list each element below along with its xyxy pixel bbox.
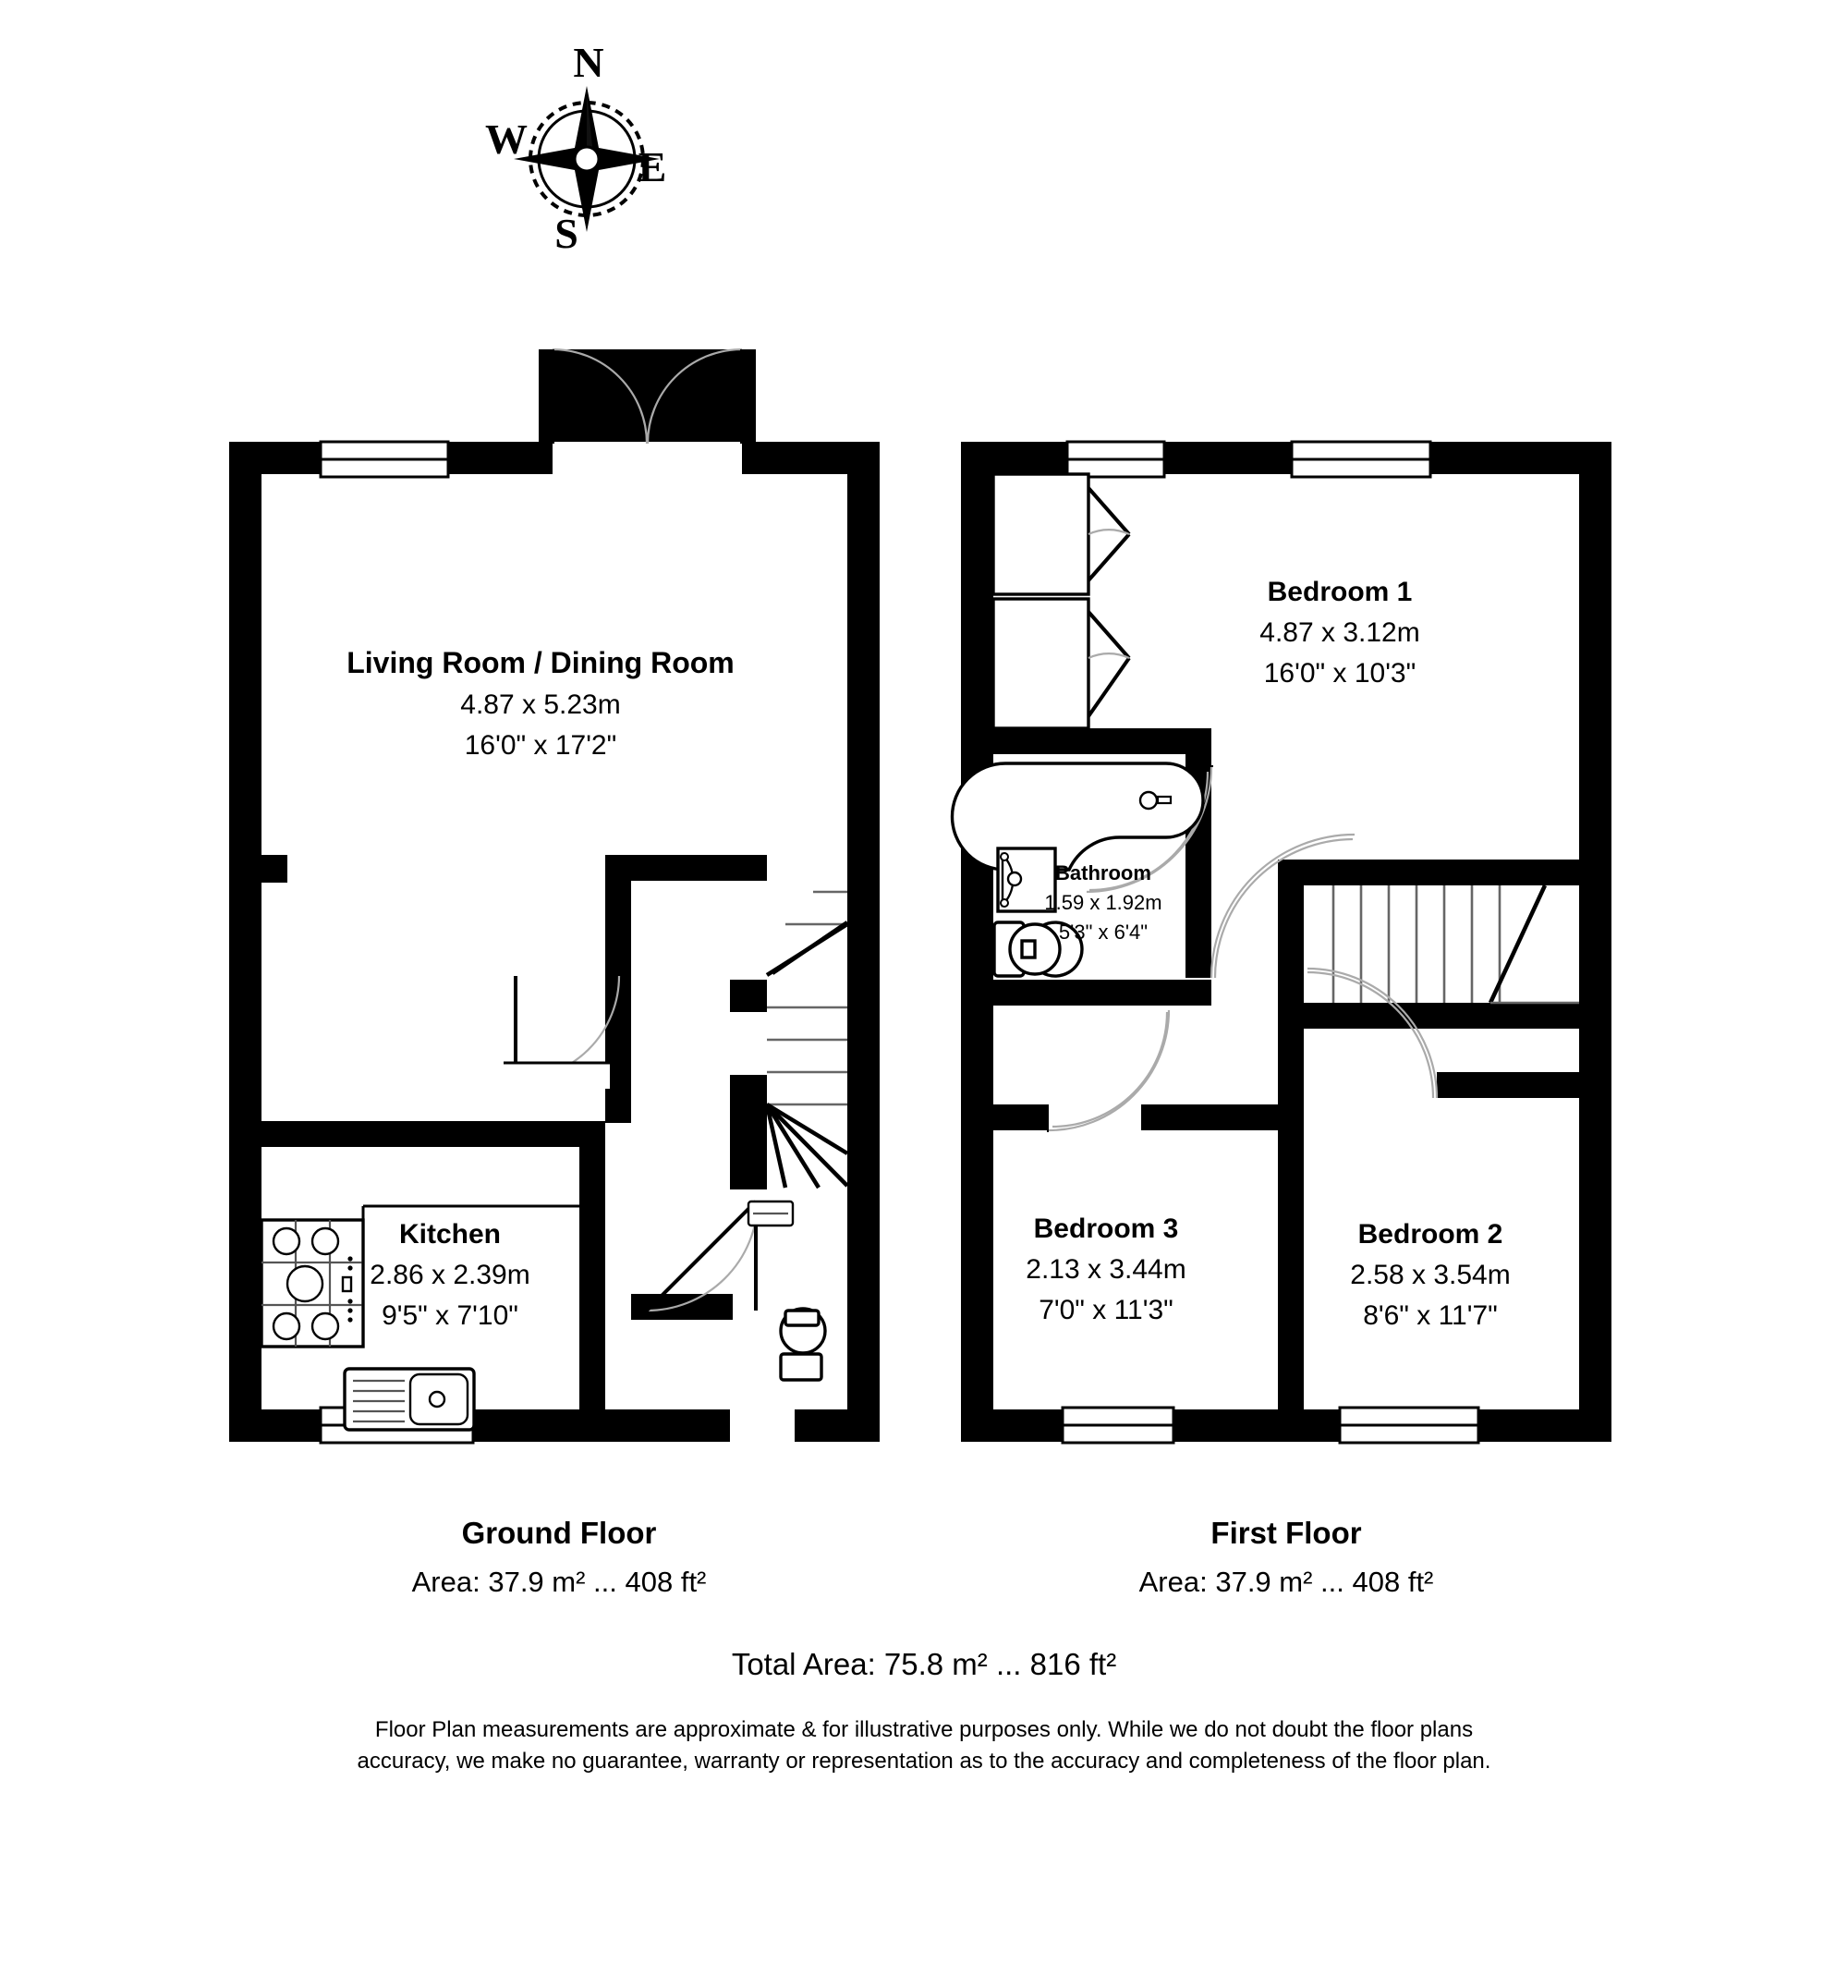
- window-icon-living-north: [319, 440, 450, 479]
- wall-stairwell-left: [1278, 860, 1304, 1029]
- wall-bed3-top-left: [993, 1104, 1049, 1130]
- wall-stairwell-top: [1278, 860, 1579, 885]
- wall-stair-newel: [730, 980, 767, 1012]
- compass-west-label: W: [485, 116, 528, 163]
- bedroom-2-dim-metric: 2.58 x 3.54m: [1350, 1260, 1510, 1290]
- first-floor-plan: Bedroom 1 4.87 x 3.12m 16'0" x 10'3" Bat…: [950, 440, 1611, 1445]
- wall-bathroom-bottom-b: [1160, 980, 1211, 1006]
- living-dining-name: Living Room / Dining Room: [346, 646, 735, 679]
- wall-bathroom-bottom: [993, 980, 1185, 1006]
- bathroom-dim-metric: 1.59 x 1.92m: [1044, 891, 1161, 914]
- wall-stairwell-bottom: [1278, 1003, 1579, 1029]
- disclaimer-line-1: Floor Plan measurements are approximate …: [375, 1717, 1473, 1742]
- room-label-kitchen: Kitchen 2.86 x 2.39m 9'5" x 7'10": [370, 1219, 529, 1331]
- living-dining-dim-metric: 4.87 x 5.23m: [460, 689, 620, 720]
- wall-stub-left: [261, 855, 287, 883]
- ground-floor-title: Ground Floor: [462, 1516, 657, 1550]
- wall-hall-bottom: [631, 1294, 733, 1320]
- front-door-opening: [730, 1407, 795, 1444]
- window-icon-bed1-north-a: [1065, 440, 1166, 479]
- ground-floor-plan: Living Room / Dining Room 4.87 x 5.23m 1…: [229, 348, 880, 1445]
- compass-north-label: N: [573, 39, 603, 86]
- radiator-icon: [747, 1200, 795, 1227]
- bedroom-1-name: Bedroom 1: [1268, 577, 1413, 607]
- wall-bathroom-right: [1185, 728, 1211, 978]
- room-label-bathroom: Bathroom 1.59 x 1.92m 5'3" x 6'4": [1044, 861, 1161, 944]
- compass-south-label: S: [554, 210, 578, 257]
- room-label-bedroom-2: Bedroom 2 2.58 x 3.54m 8'6" x 11'7": [1350, 1219, 1510, 1331]
- wall-hall-top: [605, 855, 767, 881]
- first-floor-title: First Floor: [1210, 1516, 1361, 1550]
- door-bathroom: [1086, 765, 1213, 894]
- door-bedroom-3: [1047, 1009, 1171, 1132]
- disclaimer: Floor Plan measurements are approximate …: [358, 1717, 1491, 1774]
- gas-hob-icon: [260, 1218, 365, 1348]
- kitchen-dim-metric: 2.86 x 2.39m: [370, 1260, 529, 1290]
- compass-east-label: E: [638, 143, 667, 190]
- wall-kitchen-hall-vertical: [579, 1121, 605, 1409]
- french-door-opening: [553, 442, 742, 479]
- wall-bed3-bed2-divider: [1278, 1104, 1304, 1409]
- wall-landing-bed3: [1141, 1104, 1304, 1130]
- bedroom-3-dim-imperial: 7'0" x 11'3": [1039, 1295, 1173, 1325]
- bedroom-2-dim-imperial: 8'6" x 11'7": [1363, 1300, 1498, 1331]
- door-bedroom-2: [1307, 967, 1439, 1099]
- bedroom-2-name: Bedroom 2: [1358, 1219, 1503, 1250]
- toilet-icon-ground: [779, 1307, 827, 1382]
- disclaimer-line-2: accuracy, we make no guarantee, warranty…: [358, 1749, 1491, 1774]
- toilet-icon-bathroom: [992, 921, 1084, 978]
- room-label-bedroom-3: Bedroom 3 2.13 x 3.44m 7'0" x 11'3": [1026, 1214, 1185, 1325]
- total-area-label: Total Area: 75.8 m² ... 816 ft²: [732, 1647, 1116, 1681]
- bathroom-dim-imperial: 5'3" x 6'4": [1059, 921, 1148, 944]
- living-dining-dim-imperial: 16'0" x 17'2": [465, 730, 617, 761]
- bedroom-3-name: Bedroom 3: [1034, 1214, 1179, 1244]
- compass-rose: N E S W: [485, 39, 666, 257]
- room-label-living-dining: Living Room / Dining Room 4.87 x 5.23m 1…: [346, 646, 735, 761]
- kitchen-name: Kitchen: [399, 1219, 501, 1250]
- ground-floor-area: Area: 37.9 m² ... 408 ft²: [412, 1566, 707, 1598]
- room-label-bedroom-1: Bedroom 1 4.87 x 3.12m 16'0" x 10'3": [1259, 577, 1419, 689]
- window-icon-bed3-south: [1061, 1406, 1175, 1445]
- staircase-down-icon: [1304, 884, 1579, 1005]
- wall-bed2-top: [1437, 1072, 1579, 1098]
- wash-basin-icon: [996, 847, 1057, 913]
- wall-kitchen-top: [261, 1121, 605, 1147]
- french-doors-icon: [551, 348, 744, 445]
- first-floor-caption: First Floor Area: 37.9 m² ... 408 ft²: [1139, 1516, 1434, 1598]
- wall-bathroom-top: [993, 728, 1211, 754]
- bedroom-1-dim-metric: 4.87 x 3.12m: [1259, 617, 1419, 648]
- wardrobe-icon: [991, 472, 1131, 730]
- window-icon-bed1-north-b: [1290, 440, 1432, 479]
- first-floor-area: Area: 37.9 m² ... 408 ft²: [1139, 1566, 1434, 1598]
- bedroom-3-dim-metric: 2.13 x 3.44m: [1026, 1254, 1185, 1285]
- bathroom-name: Bathroom: [1055, 861, 1151, 884]
- bathtub-icon: [950, 762, 1205, 872]
- ground-floor-caption: Ground Floor Area: 37.9 m² ... 408 ft²: [412, 1516, 707, 1598]
- door-bedroom-1: [1210, 833, 1356, 979]
- opening-living-hall: [504, 1065, 607, 1087]
- kitchen-sink-icon: [343, 1367, 476, 1432]
- kitchen-dim-imperial: 9'5" x 7'10": [382, 1300, 518, 1331]
- bedroom-1-dim-imperial: 16'0" x 10'3": [1264, 658, 1416, 689]
- window-icon-bed2-south: [1338, 1406, 1480, 1445]
- staircase-up-icon: [764, 890, 849, 1189]
